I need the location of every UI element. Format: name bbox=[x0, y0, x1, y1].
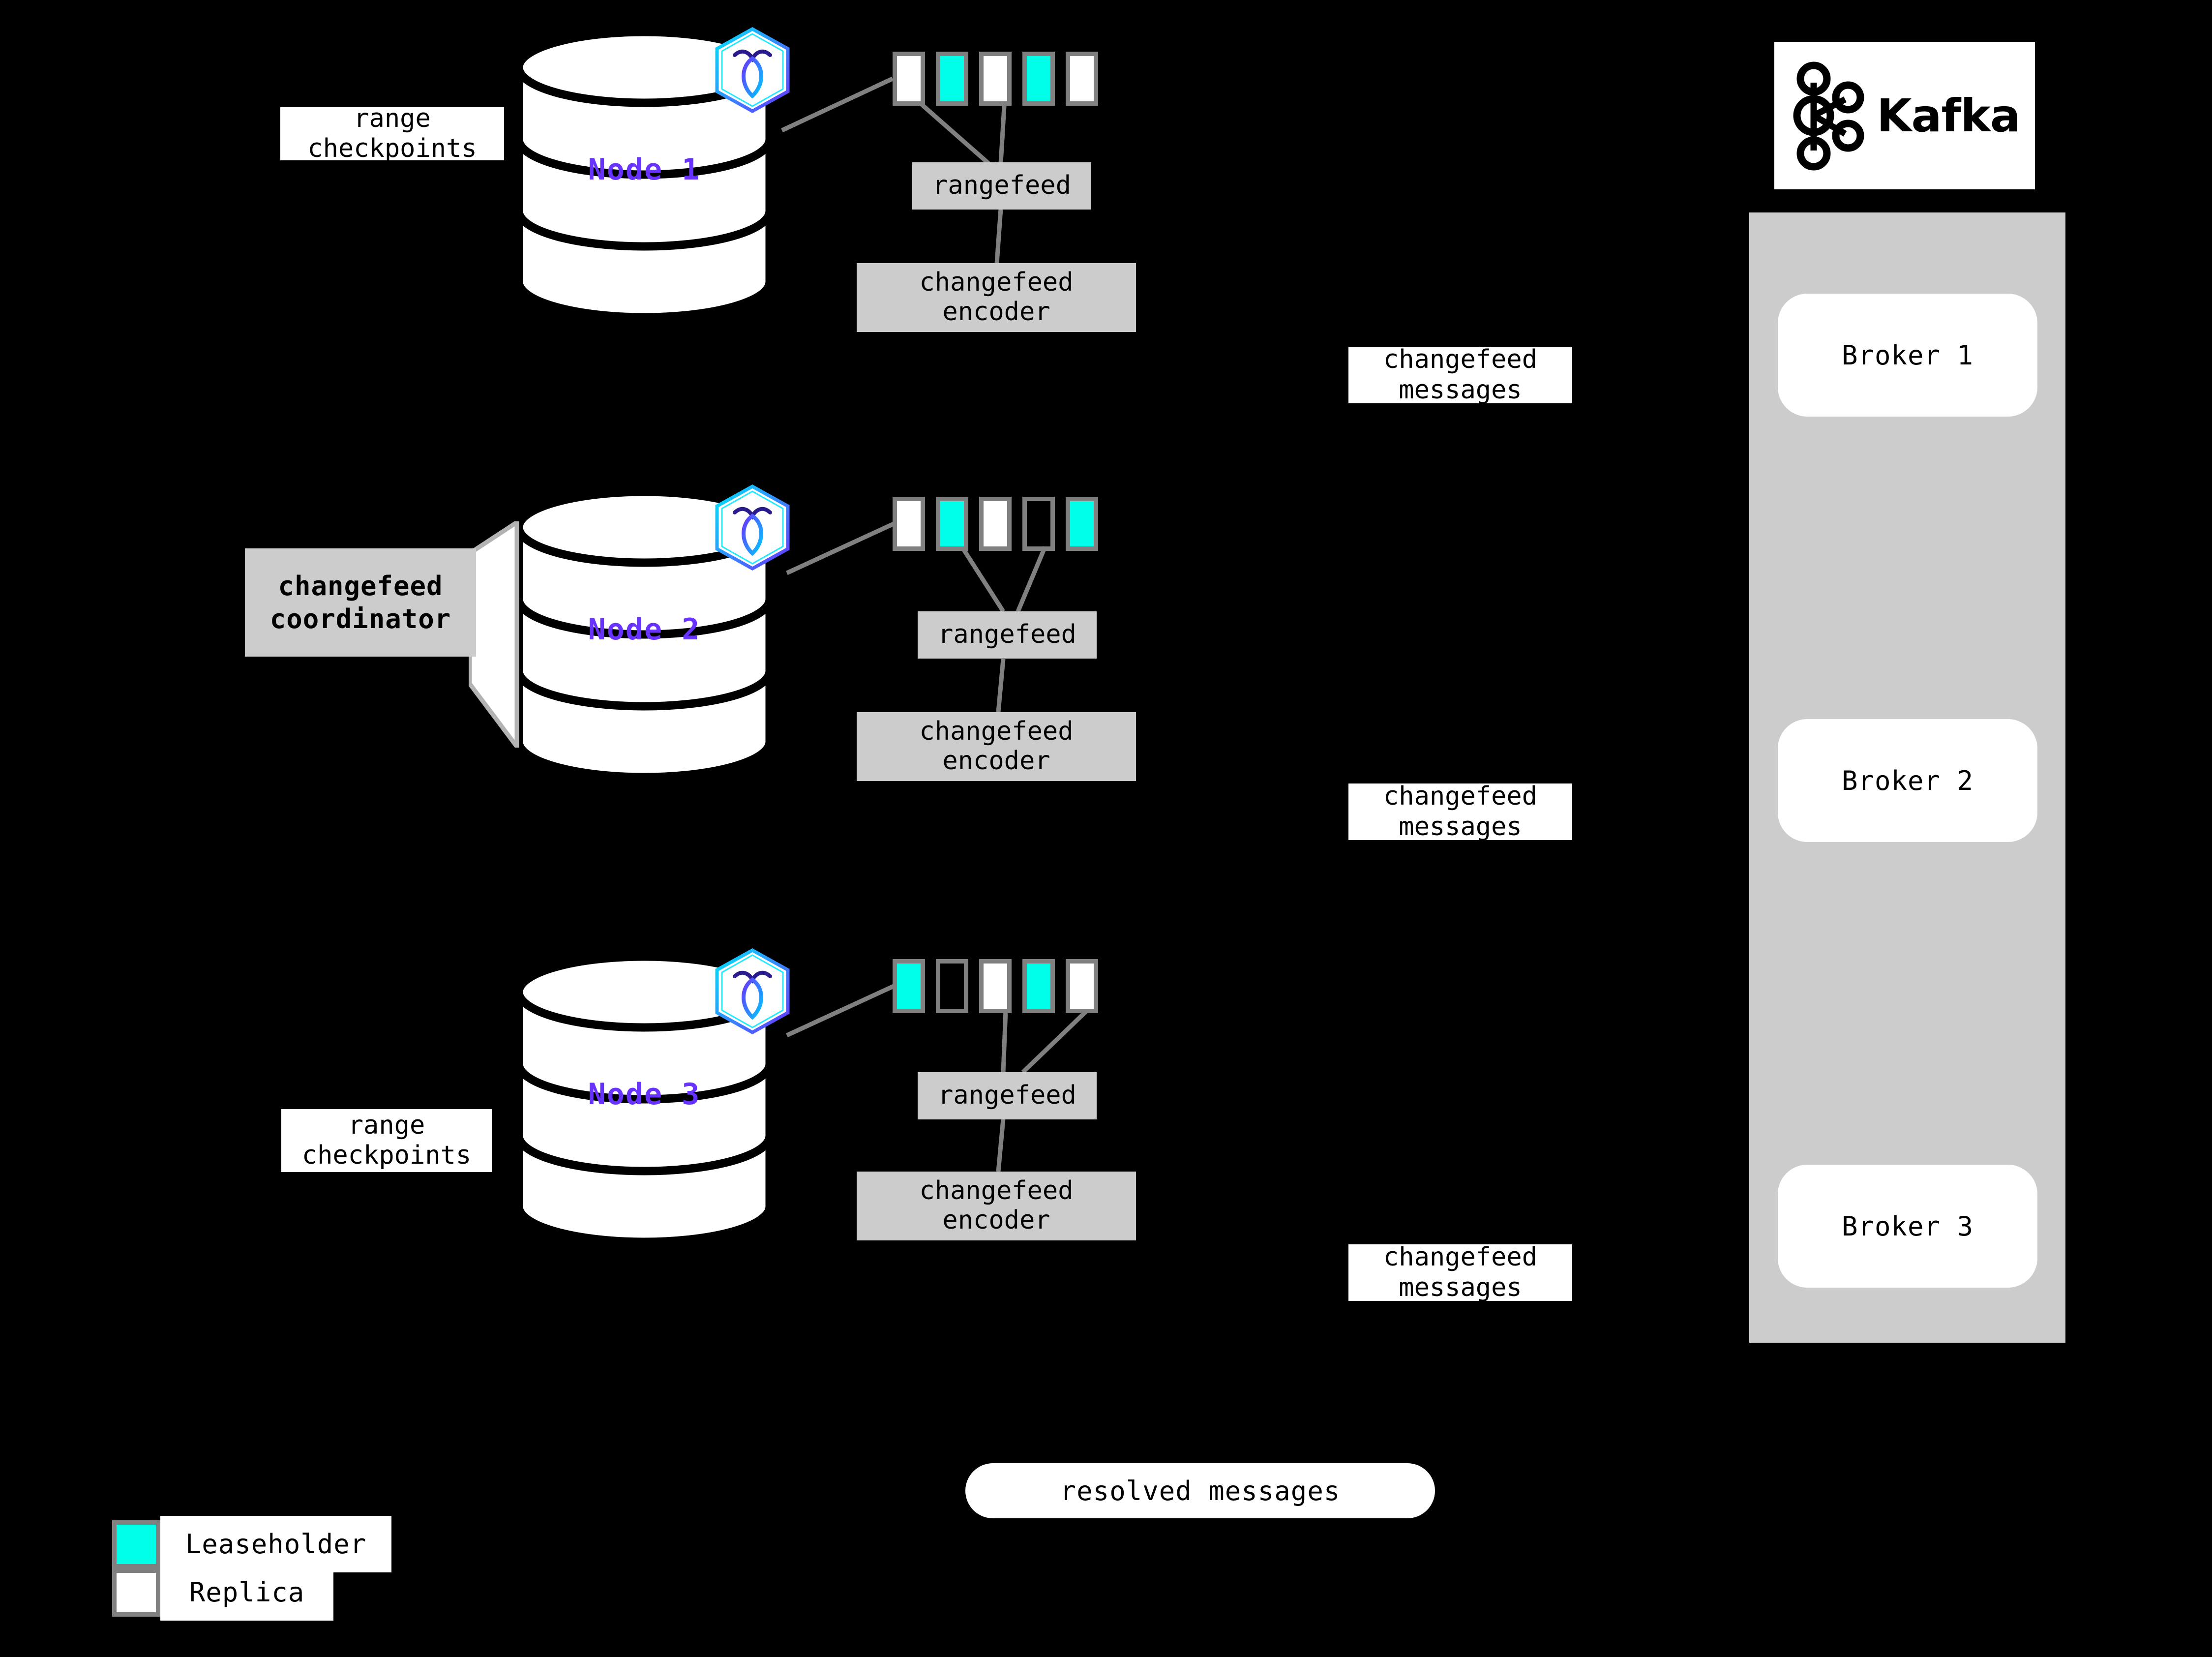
coordinator-pointer-icon bbox=[469, 521, 519, 748]
kafka-logo-box: Kafka bbox=[1774, 42, 2035, 189]
legend-item-replica: Replica bbox=[112, 1564, 333, 1621]
range-box[interactable] bbox=[893, 959, 925, 1013]
broker-2-box[interactable]: Broker 2 bbox=[1778, 719, 2037, 842]
node-1-cylinder: Node 1 bbox=[514, 27, 775, 322]
cockroachdb-hexagon-icon bbox=[713, 484, 792, 571]
range-box[interactable] bbox=[936, 497, 968, 551]
node-2-cylinder: Node 2 bbox=[514, 487, 775, 782]
changefeed-messages-caption-3: changefeed messages bbox=[1348, 1244, 1572, 1301]
range-box[interactable] bbox=[1066, 497, 1098, 551]
node-3-cylinder: Node 3 bbox=[514, 952, 775, 1247]
range-box[interactable] bbox=[1022, 959, 1055, 1013]
kafka-wordmark: Kafka bbox=[1877, 89, 2021, 142]
range-box[interactable] bbox=[893, 497, 925, 551]
legend-swatch-replica bbox=[112, 1568, 160, 1617]
cockroachdb-hexagon-icon bbox=[713, 27, 792, 113]
changefeed-coordinator-callout: changefeed coordinator bbox=[245, 521, 545, 750]
node-1-label: Node 1 bbox=[588, 152, 701, 187]
node-1-rangefeed-box[interactable]: rangefeed bbox=[912, 162, 1091, 210]
legend-item-leaseholder: Leaseholder bbox=[112, 1516, 391, 1572]
legend-label-replica: Replica bbox=[160, 1564, 333, 1621]
cockroachdb-hexagon-icon bbox=[713, 948, 792, 1034]
node-3-range-checkpoints-caption: range checkpoints bbox=[281, 1109, 492, 1172]
range-box[interactable] bbox=[979, 52, 1012, 106]
range-box[interactable] bbox=[1022, 497, 1055, 551]
kafka-node-graph-icon bbox=[1793, 61, 1864, 171]
node-3-range-row bbox=[893, 959, 1098, 1013]
node-1-changefeed-encoder-box[interactable]: changefeed encoder bbox=[857, 263, 1136, 332]
changefeed-coordinator-box[interactable]: changefeed coordinator bbox=[245, 548, 476, 657]
changefeed-messages-caption-2: changefeed messages bbox=[1348, 783, 1572, 840]
node-2-changefeed-encoder-box[interactable]: changefeed encoder bbox=[857, 712, 1136, 781]
node-3-changefeed-encoder-box[interactable]: changefeed encoder bbox=[857, 1172, 1136, 1240]
changefeed-messages-caption-1: changefeed messages bbox=[1348, 347, 1572, 403]
range-box[interactable] bbox=[893, 52, 925, 106]
node-3-rangefeed-box[interactable]: rangefeed bbox=[918, 1072, 1097, 1119]
broker-3-box[interactable]: Broker 3 bbox=[1778, 1165, 2037, 1288]
node-2-range-row bbox=[893, 497, 1098, 551]
node-2-rangefeed-box[interactable]: rangefeed bbox=[918, 611, 1097, 659]
range-box[interactable] bbox=[1066, 959, 1098, 1013]
node-3-label: Node 3 bbox=[588, 1077, 701, 1112]
node-2-label: Node 2 bbox=[588, 612, 701, 647]
node-1-range-row bbox=[893, 52, 1098, 106]
range-box[interactable] bbox=[1022, 52, 1055, 106]
range-box[interactable] bbox=[979, 959, 1012, 1013]
range-box[interactable] bbox=[1066, 52, 1098, 106]
range-box[interactable] bbox=[936, 52, 968, 106]
legend-label-leaseholder: Leaseholder bbox=[160, 1516, 391, 1572]
range-box[interactable] bbox=[936, 959, 968, 1013]
broker-1-box[interactable]: Broker 1 bbox=[1778, 294, 2037, 417]
node-1-range-checkpoints-caption: range checkpoints bbox=[280, 107, 504, 160]
range-box[interactable] bbox=[979, 497, 1012, 551]
legend-swatch-leaseholder bbox=[112, 1520, 160, 1568]
legend: Leaseholder Replica bbox=[112, 1516, 427, 1634]
broker-inbound-arrow-icon bbox=[2063, 331, 2097, 348]
resolved-messages-pill[interactable]: resolved messages bbox=[965, 1463, 1435, 1518]
